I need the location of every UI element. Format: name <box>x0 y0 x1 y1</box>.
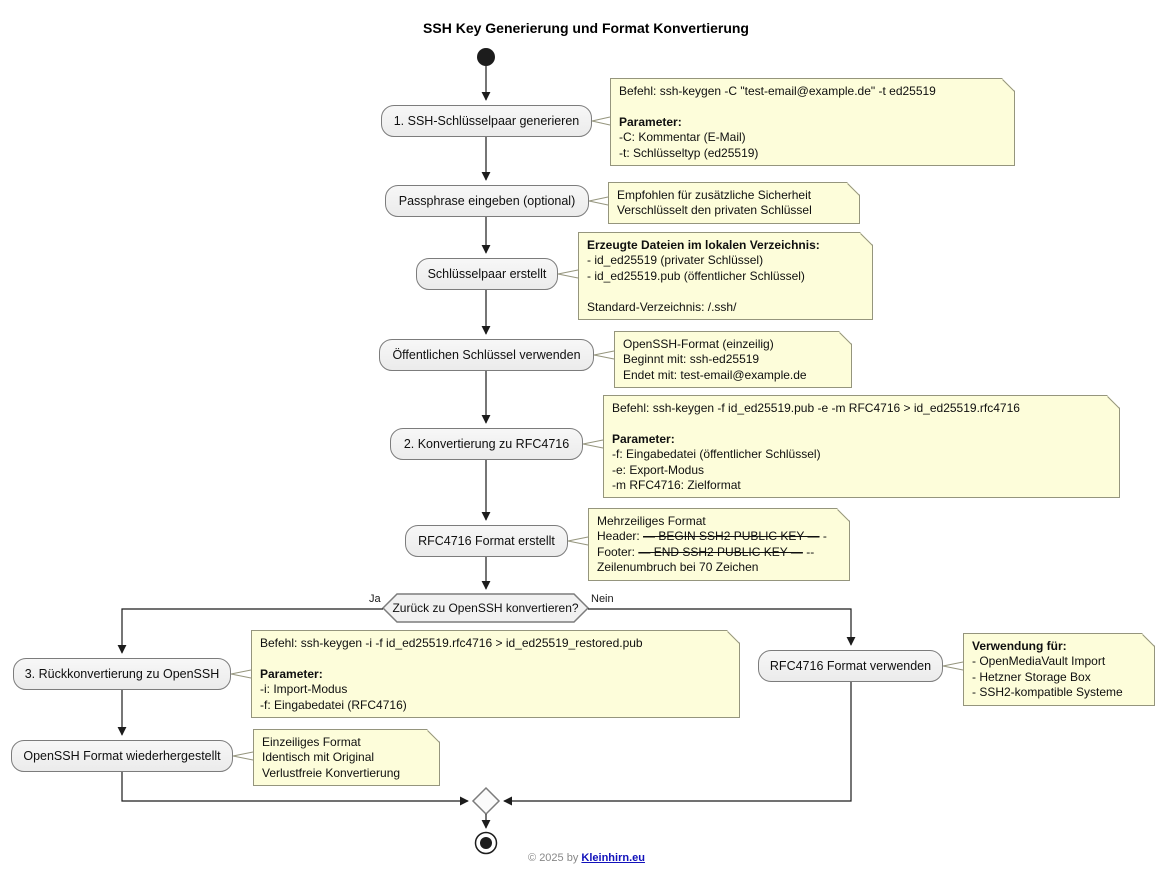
note-line: Befehl: ssh-keygen -i -f id_ed25519.rfc4… <box>260 636 643 650</box>
note-passphrase: Empfohlen für zusätzliche Sicherheit Ver… <box>608 182 860 224</box>
activity-openssh-restored: OpenSSH Format wiederhergestellt <box>11 740 233 772</box>
activity-reconvert-openssh: 3. Rückkonvertierung zu OpenSSH <box>13 658 231 690</box>
activity-enter-passphrase: Passphrase eingeben (optional) <box>385 185 589 217</box>
note-line: -C: Kommentar (E-Mail) <box>619 130 746 145</box>
note-reconvert-command: Befehl: ssh-keygen -i -f id_ed25519.rfc4… <box>251 630 740 719</box>
note-line: Verschlüsselt den privaten Schlüssel <box>617 203 812 218</box>
note-line: OpenSSH-Format (einzeilig) <box>623 337 774 351</box>
branch-label-no: Nein <box>591 593 614 605</box>
note-restored-format: Einzeiliges Format Identisch mit Origina… <box>253 729 440 787</box>
activity-generate-keypair: 1. SSH-Schlüsselpaar generieren <box>381 105 592 137</box>
note-openssh-format: OpenSSH-Format (einzeilig) Beginnt mit: … <box>614 331 852 389</box>
note-rfc4716-usage: Verwendung für: - OpenMediaVault Import … <box>963 633 1155 706</box>
note-connector-passphrase <box>588 196 609 206</box>
activity-rfc4716-created: RFC4716 Format erstellt <box>405 525 568 557</box>
end-node-dot <box>480 837 492 849</box>
note-line: Verlustfreie Konvertierung <box>262 765 401 780</box>
note-line: -f: Eingabedatei (RFC4716) <box>260 697 407 712</box>
note-line: Endet mit: test-email@example.de <box>623 367 807 382</box>
note-line: - id_ed25519 (privater Schlüssel) <box>587 253 764 268</box>
note-line: -f: Eingabedatei (öffentlicher Schlüssel… <box>612 447 821 462</box>
note-line: Befehl: ssh-keygen -f id_ed25519.pub -e … <box>612 401 1020 415</box>
footer: © 2025 by Kleinhirn.eu <box>0 852 1173 864</box>
note-connector-usage <box>942 661 964 671</box>
diagram-title: SSH Key Generierung und Format Konvertie… <box>423 20 749 36</box>
note-connector-reconvert <box>230 669 252 679</box>
kleinhirn-link[interactable]: Kleinhirn.eu <box>581 852 645 864</box>
note-line: Parameter: <box>619 114 682 129</box>
note-line: Parameter: <box>612 431 675 446</box>
note-line: Parameter: <box>260 666 323 681</box>
note-line: Standard-Verzeichnis: /.ssh/ <box>587 299 737 314</box>
note-line-header: Header: — BEGIN SSH2 PUBLIC KEY — - <box>597 529 827 544</box>
note-rfc4716-format: Mehrzeiliges Format Header: — BEGIN SSH2… <box>588 508 850 581</box>
activity-use-public-key: Öffentlichen Schlüssel verwenden <box>379 339 594 371</box>
arrow-restored-to-merge <box>121 772 469 806</box>
note-line: Mehrzeiliges Format <box>597 514 706 528</box>
decision-question: Zurück zu OpenSSH konvertieren? <box>392 601 579 615</box>
activity-keypair-created: Schlüsselpaar erstellt <box>416 258 558 290</box>
arrow-decision-yes <box>117 608 383 654</box>
note-line: - OpenMediaVault Import <box>972 654 1106 669</box>
note-connector-openssh-format <box>593 350 615 360</box>
note-line: - id_ed25519.pub (öffentlicher Schlüssel… <box>587 268 805 283</box>
activity-use-rfc4716: RFC4716 Format verwenden <box>758 650 943 682</box>
note-line: - SSH2-kompatible Systeme <box>972 685 1123 700</box>
note-line: Identisch mit Original <box>262 750 375 765</box>
note-line: Empfohlen für zusätzliche Sicherheit <box>617 188 812 202</box>
note-line: -t: Schlüsseltyp (ed25519) <box>619 145 759 160</box>
note-line-footer: Footer: — END SSH2 PUBLIC KEY — -- <box>597 544 815 559</box>
note-connector-keygen <box>591 116 611 126</box>
arrow-userfc-to-merge <box>503 682 852 806</box>
note-connector-files <box>557 269 579 279</box>
note-line: - Hetzner Storage Box <box>972 669 1091 684</box>
note-line: -m RFC4716: Zielformat <box>612 478 741 493</box>
note-line: Erzeugte Dateien im lokalen Verzeichnis: <box>587 238 820 252</box>
activity-convert-rfc4716: 2. Konvertierung zu RFC4716 <box>390 428 583 460</box>
branch-label-yes: Ja <box>369 593 381 605</box>
note-line: Beginnt mit: ssh-ed25519 <box>623 352 760 367</box>
copyright-text: © 2025 by <box>528 852 579 864</box>
arrow-decision-no <box>588 608 856 646</box>
merge-diamond <box>471 786 501 816</box>
note-keygen-command: Befehl: ssh-keygen -C "test-email@exampl… <box>610 78 1015 167</box>
note-line: -e: Export-Modus <box>612 462 705 477</box>
note-line: -i: Import-Modus <box>260 682 348 697</box>
note-convert-command: Befehl: ssh-keygen -f id_ed25519.pub -e … <box>603 395 1120 499</box>
note-line: Zeilenumbruch bei 70 Zeichen <box>597 560 759 575</box>
note-connector-convert <box>582 439 604 449</box>
note-line: Einzeiliges Format <box>262 735 361 749</box>
start-node <box>477 48 495 66</box>
note-line: Verwendung für: <box>972 639 1067 653</box>
note-created-files: Erzeugte Dateien im lokalen Verzeichnis:… <box>578 232 873 321</box>
decision-hexagon <box>381 593 590 623</box>
note-connector-rfc-format <box>567 536 589 546</box>
note-connector-restored <box>232 751 254 761</box>
note-line: Befehl: ssh-keygen -C "test-email@exampl… <box>619 84 936 98</box>
